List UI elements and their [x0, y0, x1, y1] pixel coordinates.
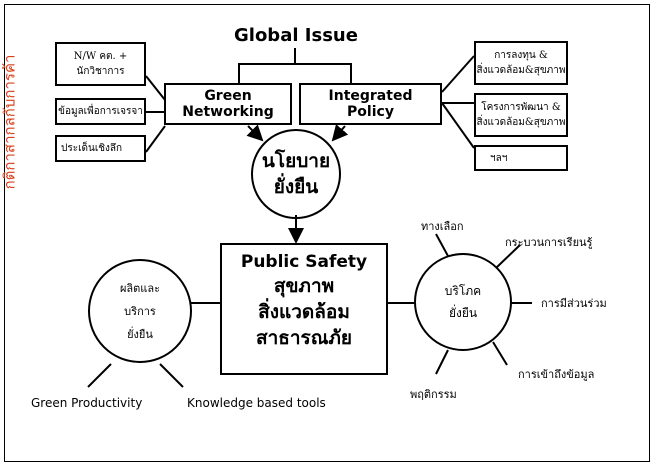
- diagram-frame: [4, 4, 650, 462]
- right-box-development: โครงการพัฒนา & สิ่งแวดล้อม&สุขภาพ: [474, 93, 568, 137]
- green-networking-box: Green Networking: [164, 83, 292, 125]
- production-circle-line-3: ยั่งยืน: [127, 327, 153, 341]
- right-box-development-line-2: สิ่งแวดล้อม&สุขภาพ: [476, 117, 566, 128]
- arrow-gn-to-policy: [246, 124, 264, 142]
- consumption-branch-learning: [495, 244, 521, 269]
- public-safety-line-environment: สิ่งแวดล้อม: [258, 301, 350, 323]
- public-safety-line-disaster: สาธารณภัย: [255, 327, 353, 349]
- green-networking-line-1: Green: [204, 88, 252, 104]
- participation-label: การมีส่วนร่วม: [541, 297, 607, 310]
- green-productivity-label: Green Productivity: [31, 396, 143, 410]
- left-link-3: [145, 125, 166, 153]
- policy-circle-line-2: ยั่งยืน: [273, 176, 319, 198]
- left-box-indepth: ประเด็นเชิงลึก: [55, 135, 146, 162]
- knowledge-tools-label: Knowledge based tools: [187, 396, 326, 410]
- left-box-negotiation-text: ข้อมูลเพื่อการเจรจา: [58, 106, 143, 117]
- right-box-investment-line-1: การลงทุน &: [494, 50, 548, 61]
- production-branch-1: [87, 363, 112, 388]
- right-box-etc: ฯลฯ: [474, 145, 568, 171]
- behavior-label: พฤติกรรม: [410, 388, 457, 401]
- right-box-investment-line-2: สิ่งแวดล้อม&สุขภาพ: [476, 65, 566, 76]
- production-circle-shape: [88, 259, 192, 363]
- policy-circle-line-1: นโยบาย: [261, 150, 331, 172]
- information-access-label: การเข้าถึงข้อมูล: [518, 368, 595, 381]
- left-box-network-line-1: N/W คต. +: [73, 51, 128, 62]
- left-box-network-line-2: นักวิชาการ: [76, 66, 125, 77]
- production-circle-line-2: บริการ: [124, 304, 156, 318]
- left-box-negotiation: ข้อมูลเพื่อการเจรจา: [55, 98, 146, 125]
- production-branch-2: [159, 363, 184, 388]
- consumption-circle-line-2: ยั่งยืน: [448, 306, 478, 320]
- right-link-3: [441, 102, 475, 149]
- integrated-policy-line-1: Integrated: [328, 88, 413, 104]
- production-circle: ผลิตและ บริการ ยั่งยืน: [90, 260, 190, 362]
- left-link-1: [145, 75, 166, 101]
- green-networking-line-2: Networking: [182, 104, 274, 120]
- alternatives-label: ทางเลือก: [421, 220, 464, 233]
- public-safety-line-health: สุขภาพ: [273, 275, 335, 297]
- right-box-investment: การลงทุน & สิ่งแวดล้อม&สุขภาพ: [474, 41, 568, 85]
- consumption-branch-info: [492, 341, 508, 366]
- arrow-ip-to-policy: [331, 124, 349, 142]
- consumption-branch-alternatives: [435, 233, 449, 257]
- policy-circle: นโยบาย ยั่งยืน: [252, 132, 340, 216]
- consumption-branch-behavior: [435, 349, 449, 375]
- integrated-policy-line-2: Policy: [347, 104, 394, 120]
- right-box-etc-text: ฯลฯ: [490, 152, 508, 164]
- integrated-policy-box: Integrated Policy: [299, 83, 442, 125]
- right-link-1: [441, 55, 475, 93]
- right-box-development-line-1: โครงการพัฒนา &: [481, 102, 561, 113]
- production-circle-line-1: ผลิตและ: [119, 281, 161, 295]
- learning-process-label: กระบวนการเรียนรู้: [505, 236, 593, 249]
- side-label: กติกาสากลกับการค้า: [0, 54, 19, 190]
- title-bracket: [238, 63, 352, 84]
- public-safety-box: Public Safety สุขภาพ สิ่งแวดล้อม สาธารณภ…: [220, 243, 388, 375]
- public-safety-heading: Public Safety: [240, 252, 368, 272]
- consumption-circle-line-1: บริโภค: [444, 284, 482, 298]
- diagram-title: Global Issue: [234, 25, 358, 46]
- left-box-indepth-text: ประเด็นเชิงลึก: [61, 143, 123, 154]
- consumption-circle: บริโภค ยั่งยืน: [415, 254, 511, 350]
- policy-circle-shape: [251, 129, 341, 219]
- left-box-network: N/W คต. + นักวิชาการ: [55, 42, 146, 86]
